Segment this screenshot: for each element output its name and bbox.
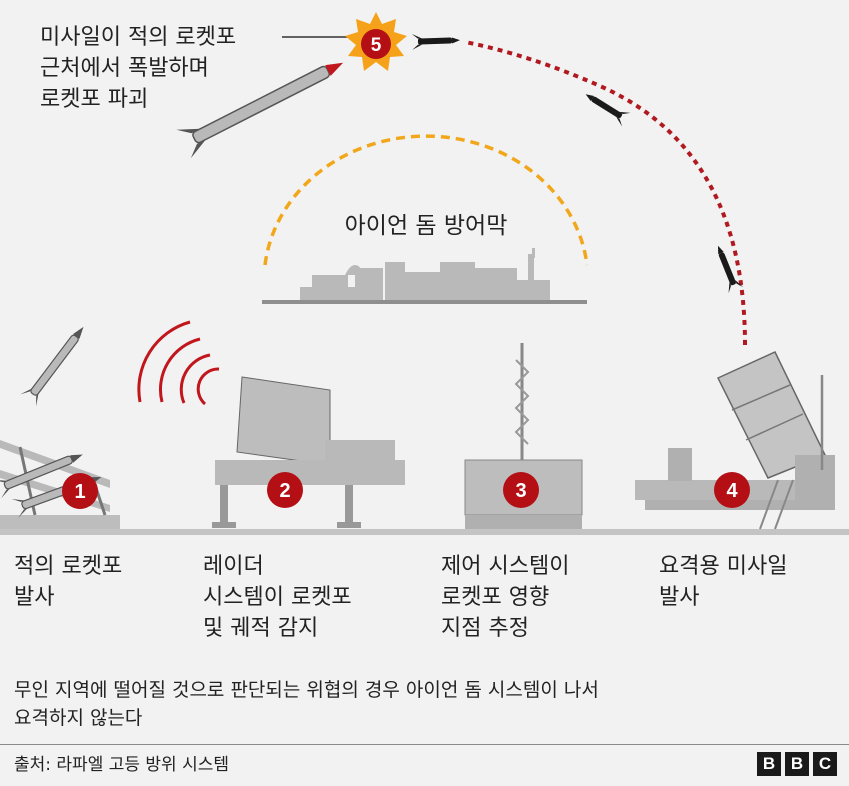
step-marker-4: 4 — [714, 472, 750, 508]
step-caption-2: 레이더 시스템이 로켓포 및 궤적 감지 — [203, 551, 352, 644]
footnote: 무인 지역에 떨어질 것으로 판단되는 위협의 경우 아이언 돔 시스템이 나서… — [14, 676, 814, 732]
step-marker-3: 3 — [503, 472, 539, 508]
iron-dome-diagram: 5 아이언 돔 방어막 — [0, 12, 849, 535]
step-caption-line: 제어 시스템이 — [441, 554, 570, 579]
footnote-line: 무인 지역에 떨어질 것으로 판단되는 위협의 경우 아이언 돔 시스템이 나서 — [14, 679, 599, 701]
step-caption-3: 제어 시스템이 로켓포 영향 지점 추정 — [441, 551, 569, 644]
step-caption-line: 발사 — [14, 585, 55, 610]
dome-arc — [263, 134, 589, 266]
dome-label: 아이언 돔 방어막 — [345, 213, 508, 239]
step-number-2: 2 — [279, 480, 290, 502]
bbc-logo: B B C — [757, 752, 837, 776]
explosion-caption-line: 근처에서 폭발하며 — [40, 56, 209, 81]
interceptor-missile — [581, 87, 631, 127]
step-caption-line: 로켓포 영향 — [441, 585, 550, 610]
rocket-launched — [19, 320, 93, 407]
step-caption-line: 및 궤적 감지 — [203, 616, 319, 641]
interceptor-trajectory — [464, 40, 747, 346]
explosion-burst — [345, 12, 407, 71]
step-caption-line: 레이더 — [203, 554, 264, 579]
explosion-caption: 미사일이 적의 로켓포 근처에서 폭발하며 로켓포 파괴 — [40, 22, 236, 115]
step-caption-line: 시스템이 로켓포 — [203, 585, 352, 610]
step-caption-1: 적의 로켓포 발사 — [14, 551, 122, 613]
step-caption-line: 발사 — [659, 585, 700, 610]
step-caption-line: 지점 추정 — [441, 616, 529, 641]
footer-divider — [0, 744, 849, 745]
skyline-ground — [262, 300, 587, 304]
radar-vehicle — [212, 376, 405, 528]
interceptor-missile — [710, 242, 744, 294]
source-credit: 출처: 라파엘 고등 방위 시스템 — [14, 755, 230, 775]
city-skyline — [300, 248, 550, 302]
bbc-logo-block: B — [757, 752, 781, 776]
step-caption-line: 적의 로켓포 — [14, 554, 123, 579]
step-marker-2: 2 — [267, 472, 303, 508]
bbc-logo-block: C — [813, 752, 837, 776]
interceptor-missile — [411, 32, 461, 50]
explosion-caption-line: 미사일이 적의 로켓포 — [40, 25, 237, 50]
radar-waves — [137, 320, 220, 406]
step-caption-line: 요격용 미사일 — [659, 554, 788, 579]
ground-line — [0, 529, 849, 535]
step-number-4: 4 — [726, 480, 738, 502]
step-number-3: 3 — [515, 480, 526, 502]
footnote-line: 요격하지 않는다 — [14, 707, 143, 729]
explosion-number: 5 — [371, 35, 382, 56]
step-marker-1: 1 — [62, 473, 98, 509]
step-caption-4: 요격용 미사일 발사 — [659, 551, 787, 613]
step-number-1: 1 — [74, 481, 85, 503]
bbc-logo-block: B — [785, 752, 809, 776]
enemy-rocket-in-flight — [176, 62, 344, 159]
explosion-caption-line: 로켓포 파괴 — [40, 87, 149, 112]
